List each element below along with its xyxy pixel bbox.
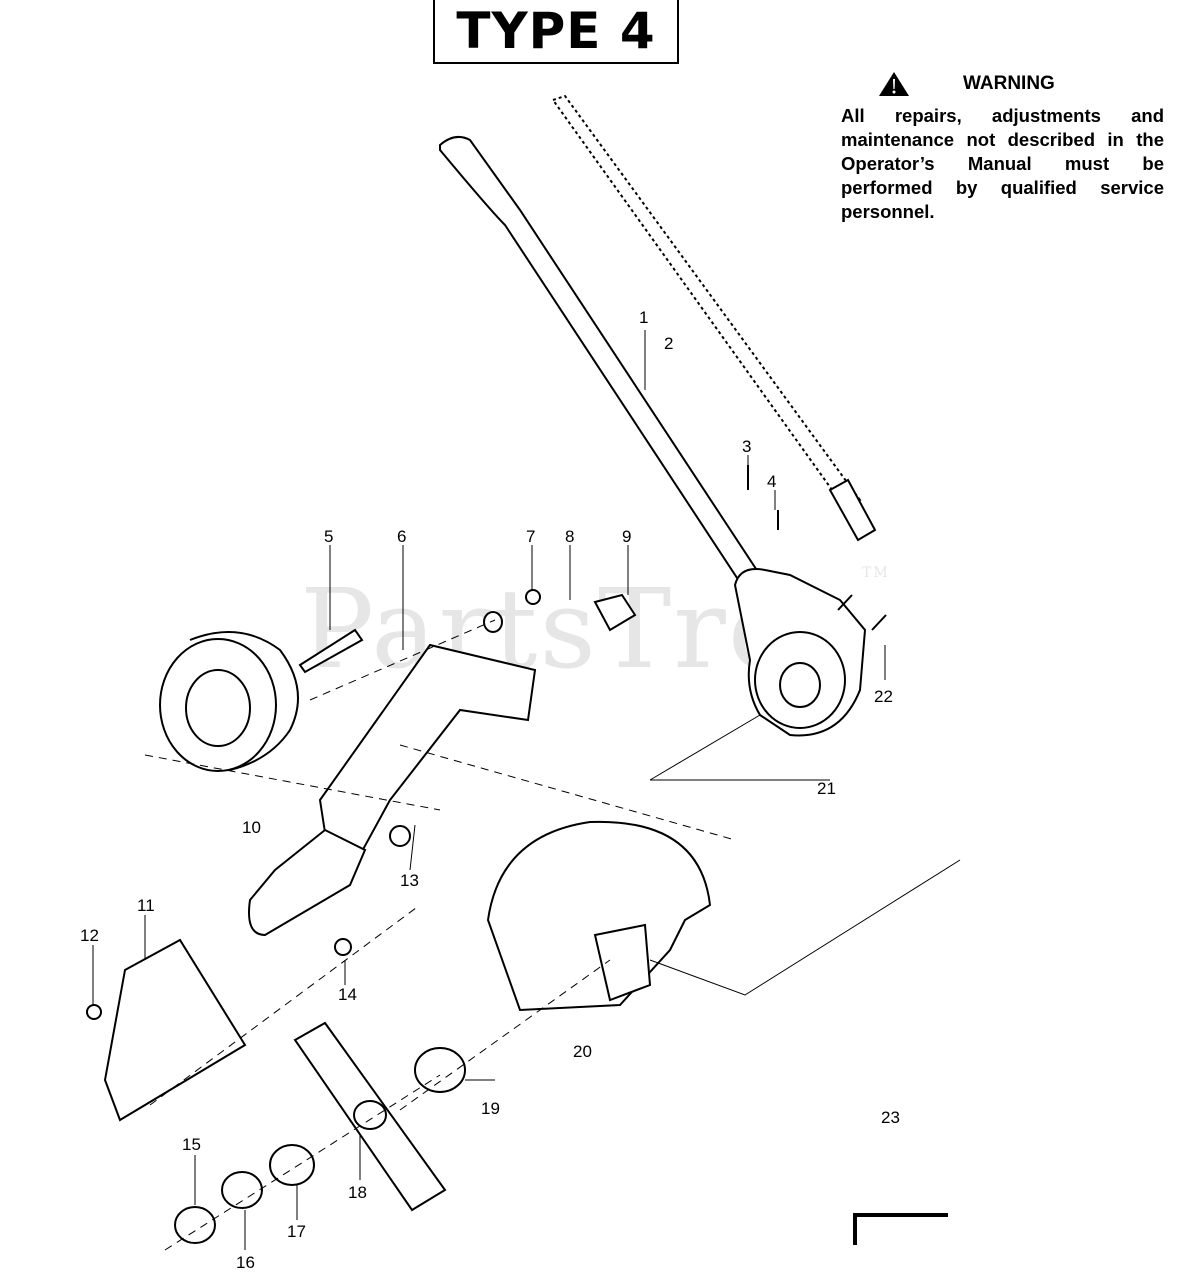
nut-14 bbox=[334, 938, 352, 956]
gearbox-face bbox=[754, 631, 846, 729]
bolt-22 bbox=[837, 594, 887, 631]
callout-4: 4 bbox=[767, 472, 777, 491]
bracket bbox=[318, 643, 537, 872]
shaft-tube bbox=[439, 135, 762, 592]
callout-17: 17 bbox=[287, 1222, 306, 1241]
drive-cable bbox=[551, 94, 862, 510]
warning-triangle-icon bbox=[879, 72, 909, 96]
screw-12 bbox=[86, 1004, 102, 1020]
warning-text: All repairs, adjustments and maintenance… bbox=[841, 105, 1164, 222]
washer-17 bbox=[269, 1144, 315, 1186]
callout-1: 1 bbox=[639, 308, 649, 327]
axle-bolt bbox=[298, 628, 364, 674]
knob bbox=[593, 593, 637, 632]
shield bbox=[103, 938, 247, 1122]
callout-8: 8 bbox=[565, 527, 575, 546]
adaptor-19 bbox=[414, 1047, 466, 1093]
callout-3: 3 bbox=[742, 437, 752, 456]
nut-15 bbox=[174, 1206, 216, 1244]
callout-13: 13 bbox=[400, 871, 419, 890]
callout-16: 16 bbox=[236, 1253, 255, 1272]
callout-19: 19 bbox=[481, 1099, 500, 1118]
callout-23: 23 bbox=[881, 1108, 900, 1127]
callout-22: 22 bbox=[874, 687, 893, 706]
cable-end bbox=[828, 478, 877, 542]
callout-10: 10 bbox=[242, 818, 261, 837]
type-label: TYPE 4 bbox=[433, 0, 679, 64]
nut-7 bbox=[525, 589, 541, 605]
gearbox-hub bbox=[779, 662, 821, 708]
type-title: TYPE 4 bbox=[456, 2, 656, 60]
callout-9: 9 bbox=[622, 527, 632, 546]
callout-11: 11 bbox=[137, 896, 155, 915]
warning-notice: WARNING All repairs, adjustments and mai… bbox=[841, 70, 1164, 224]
callout-14: 14 bbox=[338, 985, 357, 1004]
washer-16 bbox=[221, 1171, 263, 1209]
washer-8 bbox=[483, 611, 503, 633]
guard-plate bbox=[593, 923, 652, 1002]
washer-13 bbox=[389, 825, 411, 847]
wheel-rim bbox=[159, 638, 277, 772]
blade-guard bbox=[486, 820, 712, 1012]
bracket-foot bbox=[248, 828, 367, 937]
wheel-hub bbox=[185, 669, 251, 747]
callout-7: 7 bbox=[526, 527, 536, 546]
callout-6: 6 bbox=[397, 527, 407, 546]
wheel-tread bbox=[189, 631, 299, 771]
blade bbox=[293, 1021, 447, 1212]
warning-heading: WARNING bbox=[963, 73, 1055, 94]
callout-15: 15 bbox=[182, 1135, 201, 1154]
callout-21: 21 bbox=[817, 779, 836, 798]
callout-5: 5 bbox=[324, 527, 334, 546]
blade-hole bbox=[353, 1100, 387, 1130]
callout-18: 18 bbox=[348, 1183, 367, 1202]
callout-20: 20 bbox=[573, 1042, 592, 1061]
wrench bbox=[853, 1213, 948, 1245]
callout-2: 2 bbox=[664, 334, 674, 353]
callout-12: 12 bbox=[80, 926, 99, 945]
